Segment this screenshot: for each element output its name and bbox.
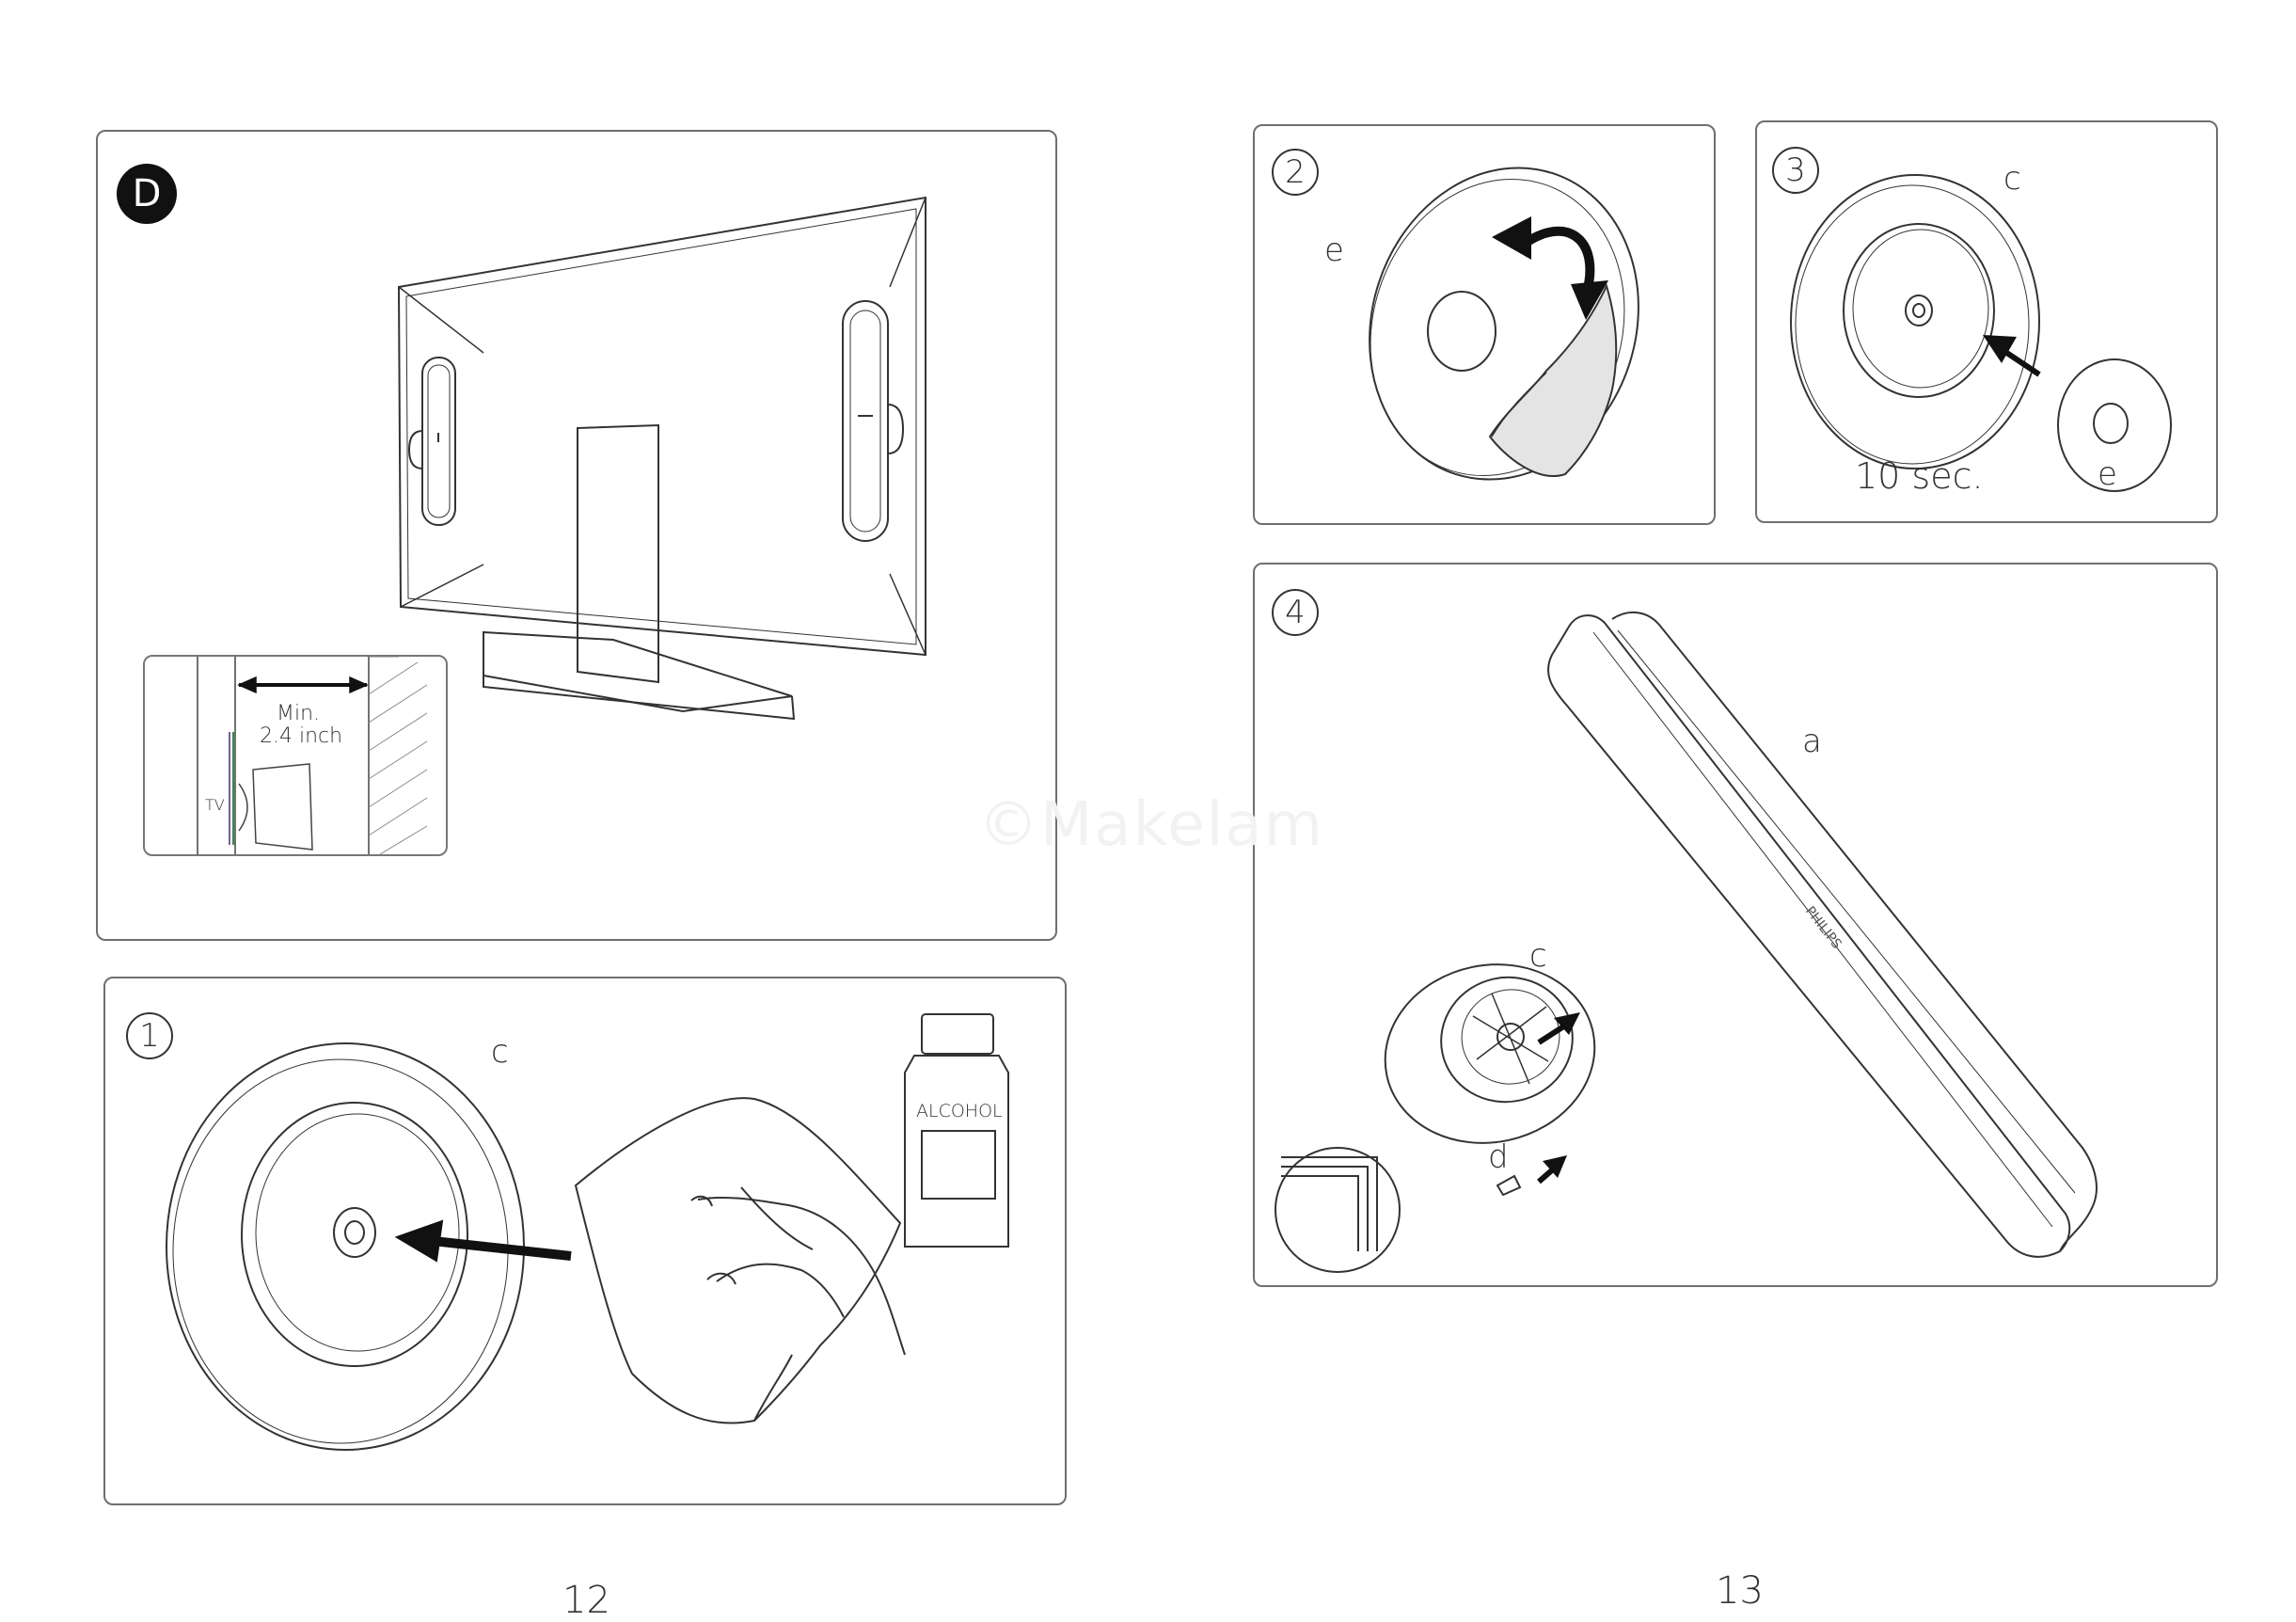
mount-speaker-illustration: PHILIPS	[1275, 611, 2098, 1273]
wall-distance-diagram	[197, 657, 428, 854]
panel-2-peel-adhesive: 2 e	[1253, 124, 1716, 525]
step-d-badge: D	[117, 164, 177, 224]
step-2-badge: 2	[1272, 149, 1319, 196]
panel-3-attach-adhesive: 3 c 10 sec. e	[1755, 120, 2218, 523]
min-label: Min.	[277, 702, 321, 725]
part-c-label: c	[2003, 160, 2021, 198]
step-1-badge: 1	[126, 1012, 173, 1059]
part-c-label: c	[1529, 937, 1547, 975]
watermark: ©Makelam	[978, 790, 1324, 860]
part-d-label: d	[1488, 1138, 1509, 1176]
attach-adhesive-illustration	[1790, 174, 2172, 492]
svg-text:PHILIPS: PHILIPS	[1802, 904, 1845, 952]
step-4-badge: 4	[1272, 589, 1319, 636]
tv-label: TV	[205, 796, 225, 814]
part-e-label: e	[1324, 231, 1344, 269]
page-number-left: 12	[562, 1579, 610, 1622]
distance-label: 2.4 inch	[260, 724, 343, 748]
panel-1-clean-mount: 1 c ALCOH	[103, 977, 1067, 1505]
alcohol-label: ALCOHOL	[916, 1101, 1003, 1121]
step-3-badge: 3	[1772, 147, 1819, 194]
cleaning-illustration	[166, 1013, 1009, 1451]
wall-distance-inset: Min. 2.4 inch TV	[143, 655, 448, 856]
panel-d-tv-overview: D	[96, 130, 1057, 941]
page-number-right: 13	[1716, 1569, 1764, 1613]
panel-4-mount-speaker: 4 PHILIPS a c d	[1253, 563, 2218, 1287]
time-label: 10 sec.	[1855, 455, 1984, 497]
part-e-label: e	[2098, 455, 2117, 493]
tv-with-speakers-illustration	[397, 196, 926, 721]
part-a-label: a	[1802, 723, 1822, 760]
part-c-label: c	[491, 1033, 509, 1071]
peel-adhesive-illustration	[1369, 167, 1639, 481]
